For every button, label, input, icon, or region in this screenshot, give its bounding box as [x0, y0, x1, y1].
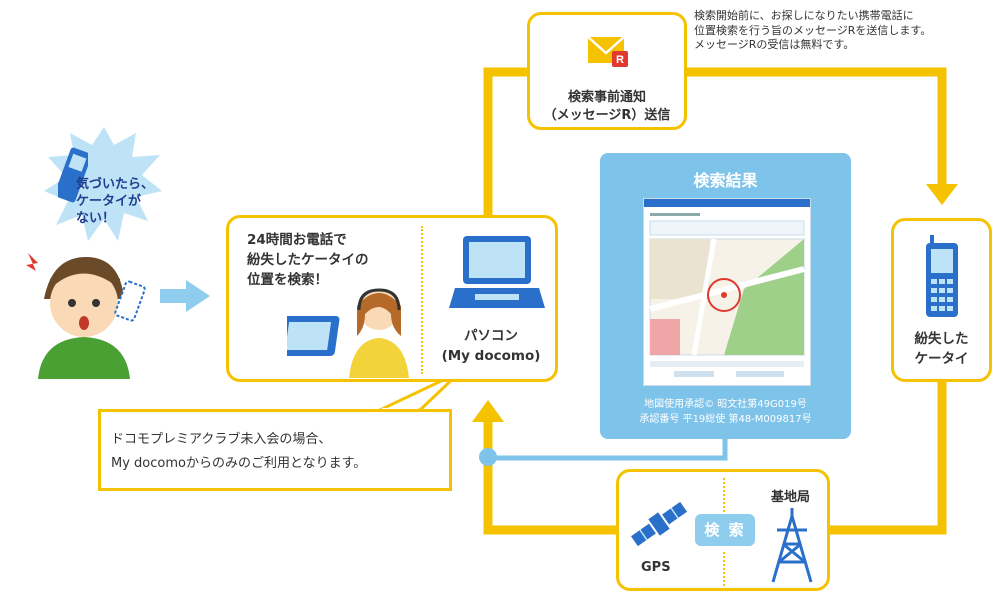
- pc-box: 24時間お電話で 紛失したケータイの 位置を検索！ パソコン (My docom…: [226, 215, 558, 382]
- arrow-down-head: [926, 184, 958, 205]
- gps-satellite-icon: [630, 501, 688, 547]
- lost-phone-line1: 紛失した: [914, 331, 969, 347]
- user-bubble-line2: ケータイが: [76, 194, 142, 209]
- top-note-line2: 位置検索を行う旨のメッセージRを送信します。: [694, 23, 932, 37]
- base-station-label: 基地局: [771, 490, 811, 505]
- operator-icon: [287, 288, 409, 378]
- phone-in-bubble-icon: [58, 147, 88, 203]
- callout-text: ドコモプレミアクラブ未入会の場合、 My docomoからのみのご利用となります…: [111, 428, 451, 476]
- lost-phone-line2: ケータイ: [914, 351, 969, 367]
- mobile-phone-icon: [926, 235, 958, 317]
- connector-dot: [479, 448, 497, 466]
- pc-divider: [421, 226, 423, 374]
- user-bubble-text: 気づいたら、 ケータイが ない！: [76, 176, 154, 227]
- laptop-icon: [449, 236, 545, 308]
- search-pill: 検 索: [695, 514, 755, 546]
- top-note-line1: 検索開始前に、お探しになりたい携帯電話に: [694, 9, 914, 22]
- notify-label: 検索事前通知 （メッセージR）送信: [530, 89, 684, 125]
- notify-box: R 検索事前通知 （メッセージR）送信: [527, 12, 687, 130]
- pc-label: パソコン (My docomo): [421, 326, 561, 366]
- envelope-icon: R: [587, 36, 628, 67]
- lost-phone-label: 紛失した ケータイ: [894, 329, 989, 369]
- map-credit-line2: 承認番号 平19総使 第48-M009817号: [639, 414, 812, 425]
- pc-line3: 位置を検索！: [247, 272, 328, 288]
- notify-label-line2: （メッセージR）送信: [543, 108, 671, 123]
- arrow-right-head: [186, 280, 210, 312]
- search-box: GPS 検 索 基地局: [616, 469, 830, 591]
- gps-label: GPS: [641, 560, 671, 575]
- user-bubble-line1: 気づいたら、: [76, 177, 155, 192]
- person-icon: [24, 239, 154, 379]
- search-result-panel: 検索結果 地図使用承認© 昭文社第49G019号 承認番号 平19総使 第48-…: [600, 153, 851, 439]
- search-result-title: 検索結果: [693, 171, 758, 190]
- map-credit: 地図使用承認© 昭文社第49G019号 承認番号 平19総使 第48-M0098…: [600, 397, 851, 427]
- top-note: 検索開始前に、お探しになりたい携帯電話に 位置検索を行う旨のメッセージRを送信し…: [694, 9, 994, 53]
- callout-line1: ドコモプレミアクラブ未入会の場合、: [111, 432, 332, 447]
- arrow-up-head: [472, 400, 504, 422]
- map-screenshot: [643, 198, 811, 386]
- top-note-line3: メッセージRの受信は無料です。: [694, 38, 855, 51]
- pc-label-line1: パソコン: [464, 328, 518, 344]
- callout-box: ドコモプレミアクラブ未入会の場合、 My docomoからのみのご利用となります…: [98, 409, 452, 491]
- notify-label-line1: 検索事前通知: [567, 90, 646, 105]
- pc-line2: 紛失したケータイの: [247, 252, 369, 268]
- map-credit-line1: 地図使用承認© 昭文社第49G019号: [644, 399, 807, 410]
- pc-line1: 24時間お電話で: [247, 232, 347, 248]
- search-divider-top: [723, 478, 725, 512]
- envelope-badge-text: R: [616, 54, 624, 66]
- pc-label-line2: (My docomo): [441, 348, 541, 364]
- pc-description: 24時間お電話で 紛失したケータイの 位置を検索！: [247, 230, 427, 290]
- search-divider-bottom: [723, 552, 725, 586]
- lost-phone-box: 紛失した ケータイ: [891, 218, 992, 382]
- user-bubble-line3: ない！: [76, 211, 116, 226]
- callout-line2: My docomoからのみのご利用となります。: [111, 456, 367, 471]
- user-illustration: [0, 125, 170, 380]
- base-station-icon: [771, 508, 813, 583]
